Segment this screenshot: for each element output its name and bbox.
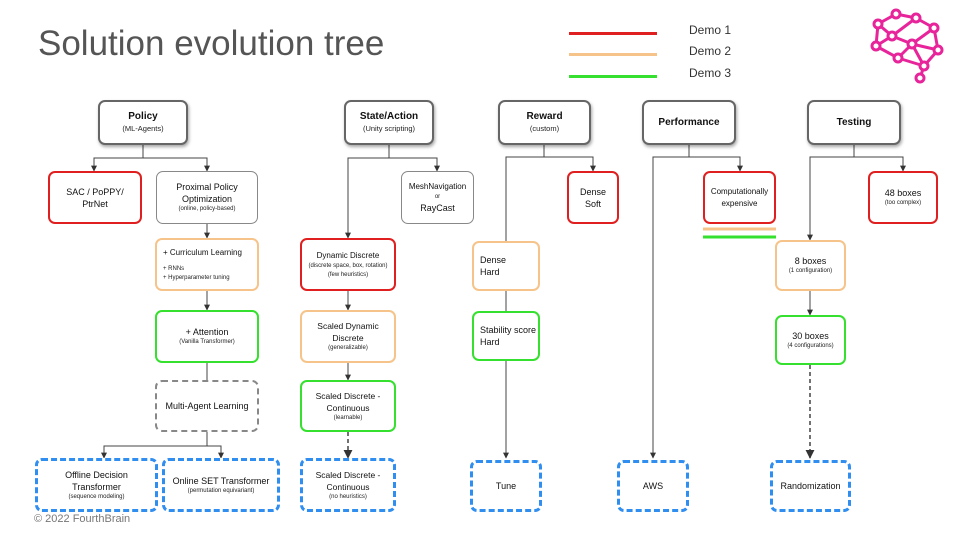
category-policy: Policy (ML-Agents) (98, 100, 188, 145)
legend-label-demo-3: Demo 3 (689, 66, 732, 80)
legend-line-demo-1 (569, 32, 657, 35)
legend-label-demo-2: Demo 2 (689, 44, 732, 58)
node-meshnavigation-raycast: MeshNavigation or RayCast (401, 171, 474, 224)
legend-line-demo-3 (569, 75, 657, 78)
node-dense-soft: Dense Soft (567, 171, 619, 224)
node-curriculum-learning: + Curriculum Learning + RNNs + Hyperpara… (155, 238, 259, 291)
slide-title: Solution evolution tree (38, 24, 385, 63)
node-aws: AWS (617, 460, 689, 512)
node-multi-agent-learning: Multi-Agent Learning (155, 380, 259, 432)
node-scaled-discrete-continuous: Scaled Discrete - Continuous (learnable) (300, 380, 396, 432)
brain-network-logo-icon (870, 8, 944, 84)
node-sac-poppy-ptrnet: SAC / PoPPY/ PtrNet (48, 171, 142, 224)
node-computationally-expensive: Computationally expensive (703, 171, 776, 224)
node-tune: Tune (470, 460, 542, 512)
node-offline-decision-transformer: Offline Decision Transformer (sequence m… (35, 458, 158, 512)
category-reward: Reward (custom) (498, 100, 591, 145)
node-attention: + Attention (Vanilla Transformer) (155, 310, 259, 363)
category-performance: Performance (642, 100, 736, 145)
node-dense-hard: Dense Hard (472, 241, 540, 291)
category-testing: Testing (807, 100, 901, 145)
legend-label-demo-1: Demo 1 (689, 23, 732, 37)
legend-line-demo-2 (569, 53, 657, 56)
node-proximal-policy-optimization: Proximal Policy Optimization (online, po… (156, 171, 258, 224)
node-scaled-dynamic-discrete: Scaled Dynamic Discrete (generalizable) (300, 310, 396, 363)
node-scaled-discrete-continuous-no-heuristics: Scaled Discrete - Continuous (no heurist… (300, 458, 396, 512)
category-state-action: State/Action (Unity scripting) (344, 100, 434, 145)
node-30-boxes: 30 boxes (4 configurations) (775, 315, 846, 365)
node-online-set-transformer: Online SET Transformer (permutation equi… (162, 458, 280, 512)
node-dynamic-discrete: Dynamic Discrete (discrete space, box, r… (300, 238, 396, 291)
copyright-footer: © 2022 FourthBrain (34, 513, 131, 525)
node-stability-score-hard: Stability score Hard (472, 311, 540, 361)
node-8-boxes: 8 boxes (1 configuration) (775, 240, 846, 291)
node-48-boxes: 48 boxes (too complex) (868, 171, 938, 224)
node-randomization: Randomization (770, 460, 851, 512)
